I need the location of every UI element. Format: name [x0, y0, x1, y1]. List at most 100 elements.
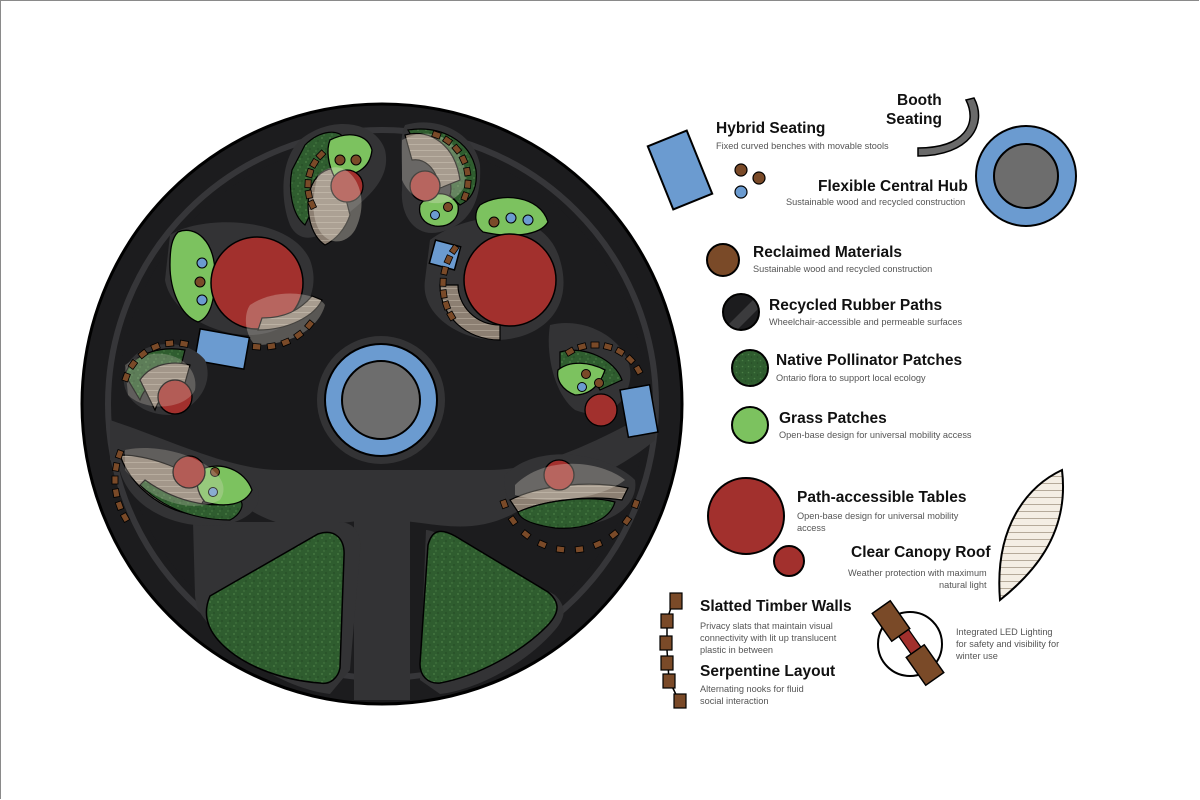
timber-slat-block	[164, 339, 175, 348]
timber-slat-block	[499, 498, 509, 510]
timber-desc-line3: plastic in between	[700, 645, 774, 655]
nook-left-middle	[123, 343, 208, 415]
nook-right-lower	[504, 454, 636, 529]
lower-left-pollinator-wedge	[193, 522, 361, 694]
timber-slat-block	[451, 143, 463, 155]
timber-slat-block	[520, 529, 532, 540]
canopy-leaf-icon	[998, 468, 1065, 602]
timber-slat-block	[458, 154, 469, 166]
timber-slat-block	[460, 191, 470, 202]
rubber-circle-icon	[722, 293, 760, 331]
grass-circle-icon	[731, 406, 769, 444]
canopy-desc-line1: Weather protection with maximum	[848, 568, 987, 578]
timber-slat-block	[309, 157, 320, 169]
timber-slat-block	[574, 545, 585, 554]
reclaimed-title: Reclaimed Materials	[753, 244, 903, 261]
tables-desc: Open-base design for universal mobility …	[797, 511, 959, 533]
timber-slat-block	[266, 342, 277, 351]
timber-slat-block	[592, 539, 604, 550]
led-lighting-icon	[871, 599, 945, 687]
led-desc-line3: winter use	[956, 651, 998, 661]
serpentine-desc-line2: social interaction	[700, 696, 769, 706]
timber-slat-block	[441, 300, 452, 311]
timber-desc-line1: Privacy slats that maintain visual	[700, 621, 833, 631]
rubber-title: Recycled Rubber Paths	[769, 297, 943, 314]
timber-desc-line2: connectivity with lit up translucent	[700, 633, 837, 643]
table-circles-icon	[707, 477, 805, 577]
timber-slat-block	[555, 545, 566, 554]
timber-slat-block	[441, 135, 454, 146]
timber-slat-block	[614, 346, 626, 357]
timber-slat-block	[602, 342, 614, 352]
led-desc-line2: for safety and visibility for	[956, 639, 1060, 649]
timber-slat-block	[590, 341, 600, 349]
led-desc-line1: Integrated LED Lighting	[956, 627, 1053, 637]
timber-slat-block	[631, 498, 641, 510]
timber-slat-block	[633, 364, 644, 376]
timber-title: Slatted Timber Walls	[700, 598, 852, 615]
timber-slat-block	[119, 511, 131, 524]
timber-slat-block	[446, 310, 457, 322]
central-hub-desc: Sustainable wood and recycled constructi…	[786, 197, 966, 207]
timber-slat-block	[448, 243, 460, 255]
rubber-path-stem	[354, 470, 410, 700]
timber-slat-block	[624, 354, 636, 366]
central-hub-title: Flexible Central Hub	[818, 178, 968, 195]
timber-slat-block	[114, 500, 125, 511]
rubber-path-lower-left	[110, 420, 378, 527]
central-hub-icon	[975, 125, 1077, 227]
flexible-central-hub	[317, 336, 445, 464]
timber-slat-block	[111, 475, 119, 485]
nook-left-lower	[117, 446, 259, 526]
grass-desc: Open-base design for universal mobility …	[779, 430, 972, 440]
booth-title-line2: Seating	[886, 111, 942, 128]
timber-slat-block	[112, 488, 121, 498]
timber-slat-block	[439, 277, 447, 287]
timber-slat-block	[507, 515, 519, 527]
movable-stool-icon	[646, 129, 714, 211]
timber-slat-block	[307, 199, 318, 211]
timber-slat-block	[608, 529, 620, 540]
wood-circle-icon	[706, 243, 740, 277]
serpentine-title: Serpentine Layout	[700, 663, 836, 680]
timber-slat-block	[440, 265, 449, 276]
curved-booth-icon	[917, 97, 980, 157]
serpentine-desc-line1: Alternating nooks for fluid	[700, 684, 804, 694]
timber-slat-block	[280, 337, 292, 348]
timber-slat-block	[304, 179, 312, 189]
rubber-desc: Wheelchair-accessible and permeable surf…	[769, 317, 963, 327]
pollinator-desc: Ontario flora to support local ecology	[776, 373, 926, 383]
timber-slat-block	[251, 342, 262, 351]
stool-cluster-icon	[734, 163, 766, 199]
timber-slat-block	[464, 179, 472, 189]
timber-slat-block	[463, 166, 472, 177]
timber-slat-block	[137, 348, 149, 360]
hybrid-seating-title: Hybrid Seating	[716, 120, 826, 137]
timber-slat-block	[439, 289, 448, 299]
timber-slat-block	[305, 167, 315, 179]
timber-slat-block	[112, 462, 121, 472]
hybrid-seating-desc: Fixed curved benches with movable stools	[716, 141, 889, 151]
lower-right-pollinator-wedge	[419, 530, 564, 694]
pollinator-circle-icon	[731, 349, 769, 387]
pollinator-title: Native Pollinator Patches	[776, 352, 963, 369]
timber-slat-block	[576, 342, 588, 352]
timber-slat-block	[443, 254, 454, 266]
timber-slat-block	[564, 346, 576, 357]
nook-left-upper	[165, 222, 325, 370]
timber-slat-block	[121, 371, 131, 383]
nook-top-left	[283, 123, 387, 246]
reclaimed-desc: Sustainable wood and recycled constructi…	[753, 264, 933, 274]
timber-slat-block	[536, 539, 548, 550]
timber-slat-block	[127, 358, 139, 370]
timber-wall-segments	[111, 130, 644, 554]
timber-slat-block	[293, 329, 305, 341]
timber-slat-block	[304, 319, 315, 331]
timber-slat-block	[315, 149, 327, 161]
nook-right-upper	[424, 196, 564, 341]
canopy-title: Clear Canopy Roof	[851, 544, 991, 561]
canopy-desc-line2: natural light	[939, 580, 987, 590]
timber-slat-block	[150, 341, 161, 352]
timber-chain-icon	[659, 592, 687, 709]
